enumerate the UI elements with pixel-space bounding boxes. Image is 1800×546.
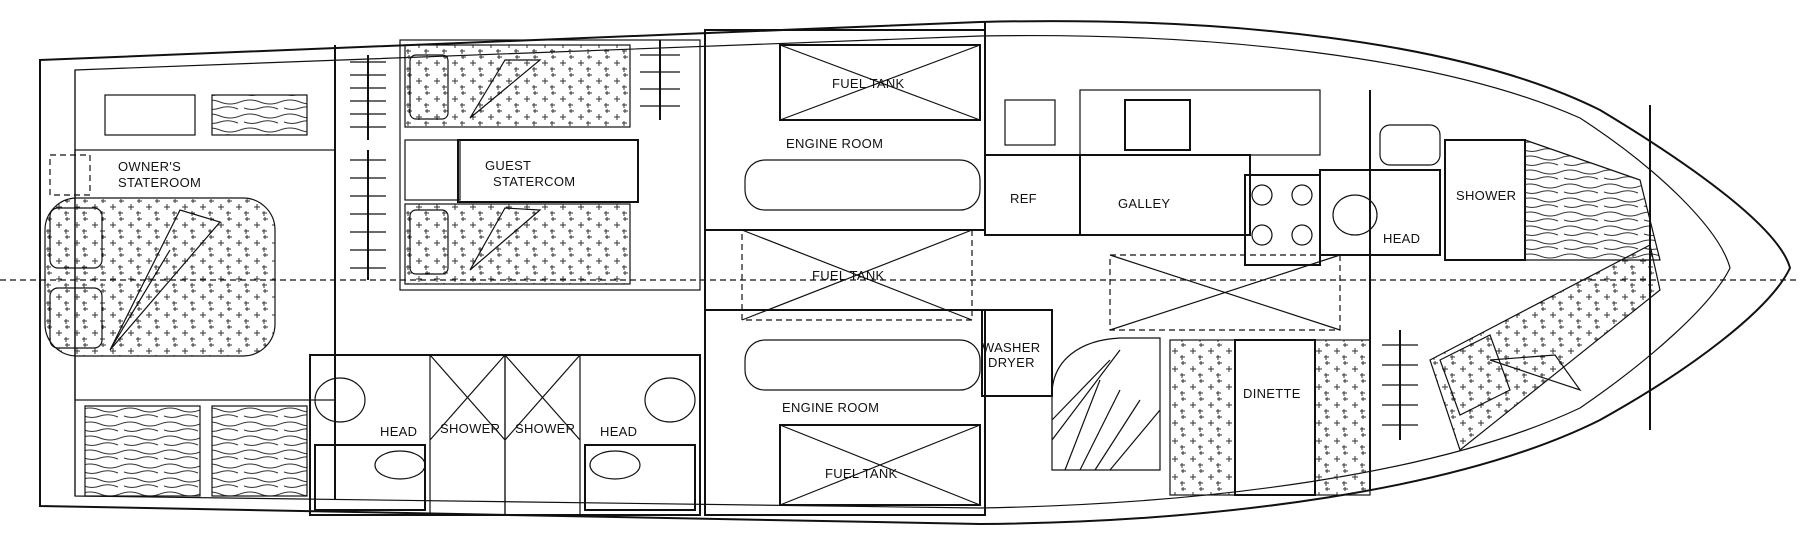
fwd-berth [1429, 244, 1661, 452]
ladder-top [350, 55, 386, 140]
head-fwd-box [1319, 169, 1441, 256]
guest-stateroom-wall [399, 39, 701, 291]
burner-2 [1291, 184, 1313, 206]
dinette-seat-fwd [1314, 339, 1371, 496]
owners-stateroom-label-1: OWNER'S [118, 159, 181, 174]
guest-stateroom-label-1: GUEST [485, 158, 531, 173]
fwd-ladder [1382, 330, 1418, 440]
head-fwd-label: HEAD [1383, 231, 1420, 246]
guest-closet-divider [457, 139, 639, 203]
fwd-blanket [1489, 354, 1582, 392]
engine-room-top-label: ENGINE ROOM [786, 136, 883, 151]
owners-cabinet-top-left [49, 154, 91, 196]
guest-dresser [404, 139, 461, 201]
fuel-tank-top-box [779, 44, 981, 121]
shower-aft-right-box [504, 354, 581, 516]
shower-left-diag2 [429, 354, 506, 441]
guest-pillow-top [409, 54, 449, 120]
toilet-aft-left [314, 377, 366, 423]
sink-fwd [1379, 124, 1441, 166]
ref-top-cabinet [1004, 99, 1056, 146]
guest-blanket-bottom [469, 207, 542, 271]
burner-3 [1251, 224, 1273, 246]
owners-locker-top [211, 94, 308, 136]
owners-blanket-fold [109, 209, 222, 351]
burner-1 [1251, 184, 1273, 206]
guest-berth-top [404, 44, 631, 128]
sink-aft-right-box [584, 444, 696, 511]
ladder-mid [350, 150, 386, 280]
galley-top-counter [1079, 89, 1321, 156]
owners-cabinet-top [104, 94, 196, 136]
burner-4 [1291, 224, 1313, 246]
guest-pillow-bottom [409, 209, 449, 275]
shower-aft-right-label: SHOWER [515, 421, 575, 436]
head-aft-right-label: HEAD [600, 424, 637, 439]
engine-bottom [744, 339, 981, 391]
fuel-tank-top-label: FUEL TANK [832, 76, 905, 91]
dinette-label: DINETTE [1243, 386, 1301, 401]
dinette-seat-aft [1169, 339, 1236, 496]
head-aft-left-label: HEAD [380, 424, 417, 439]
shower-fwd-wedge [1524, 139, 1661, 261]
spiral-stair [1051, 337, 1161, 471]
hull-inner-outline [74, 34, 1731, 509]
guest-blanket-top [469, 59, 542, 119]
owners-locker-bottom-1 [84, 405, 201, 497]
owners-pillow-1 [49, 207, 103, 269]
sink-box [1124, 99, 1191, 151]
ref-label: REF [1010, 191, 1037, 206]
toilet-fwd [1332, 194, 1378, 236]
sink-aft-left-box [314, 444, 426, 511]
shower-aft-left-label: SHOWER [440, 421, 500, 436]
fuel-tank-bottom-x2 [779, 424, 981, 506]
dryer-label: DRYER [988, 355, 1035, 370]
washer-dryer-box [981, 309, 1053, 397]
shower-fwd-label: SHOWER [1456, 188, 1516, 203]
guest-stateroom-label-2: STATERCOM [493, 174, 575, 189]
fuel-tank-top-x2 [779, 44, 981, 121]
galley-label: GALLEY [1118, 196, 1170, 211]
passage-dashed-box [1109, 254, 1341, 331]
dinette-table [1234, 339, 1316, 496]
stove-box [1244, 174, 1321, 266]
hull-outline [39, 20, 1792, 526]
owners-locker-bottom-2 [211, 405, 308, 497]
sink-aft-right [589, 450, 641, 480]
owners-berth [44, 197, 276, 357]
fuel-tank-center-label: FUEL TANK [812, 268, 885, 283]
owners-stateroom-label-2: STATEROOM [118, 175, 201, 190]
engine-room-bottom-label: ENGINE ROOM [782, 400, 879, 415]
guest-ladder-top-right [640, 40, 680, 120]
fuel-tank-center-box [741, 229, 973, 321]
fuel-tank-bottom-box [779, 424, 981, 506]
galley-counter [1079, 154, 1251, 236]
sink-aft-left [374, 450, 426, 480]
engine-top [744, 159, 981, 211]
passage-x2 [1109, 254, 1341, 331]
fwd-pillow [1439, 334, 1511, 416]
shower-right-diag2 [504, 354, 581, 441]
fuel-tank-bottom-label: FUEL TANK [825, 466, 898, 481]
fuel-tank-center-x2 [741, 229, 973, 321]
owners-pillow-2 [49, 287, 103, 349]
guest-berth-bottom [404, 203, 631, 285]
engine-room-bottom [704, 309, 986, 516]
washer-label: WASHER [982, 340, 1040, 355]
toilet-aft-right [644, 377, 696, 423]
